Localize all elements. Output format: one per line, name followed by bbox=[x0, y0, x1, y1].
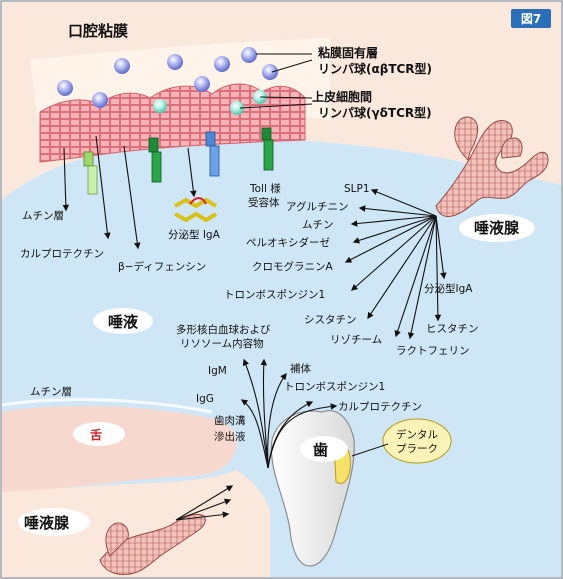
tooth-label: 歯 bbox=[313, 441, 328, 459]
saliva-label-bubble bbox=[93, 308, 153, 334]
figure-badge-text: 図7 bbox=[521, 12, 541, 26]
mucin-layer-top-label: ムチン層 bbox=[22, 210, 64, 222]
factor-agglutinin: アグルチニン bbox=[286, 200, 348, 213]
toll-like-receptors bbox=[83, 127, 274, 195]
oral-mucosa-label: 口腔粘膜 bbox=[68, 22, 128, 40]
pmn-label-2: リソソーム内容物 bbox=[180, 337, 264, 350]
plaque-pointer bbox=[351, 443, 389, 457]
mucin-layer-bottom-label: ムチン層 bbox=[30, 386, 72, 398]
lamina-propria-label-2: リンパ球(αβTCR型) bbox=[318, 61, 432, 76]
top-pointer-lines bbox=[239, 53, 313, 109]
gcf-label-1: 歯肉溝 bbox=[214, 414, 246, 427]
salivary-gland-top bbox=[435, 116, 549, 217]
calprotectin-left-label: カルプロテクチン bbox=[20, 248, 104, 260]
calprotectin-right-label: カルプロテクチン bbox=[338, 401, 422, 413]
plaque-label-1: デンタル bbox=[396, 428, 438, 441]
lamina-propria-lymphocytes bbox=[57, 47, 278, 108]
igg-label: IgG bbox=[196, 393, 214, 405]
salivary-gland-top-bubble bbox=[459, 214, 535, 242]
toll-label-1: Toll 様 bbox=[249, 182, 281, 195]
beta-defensin-label: β−ディフェンシン bbox=[118, 260, 206, 273]
salivary-gland-top-label: 唾液腺 bbox=[474, 219, 520, 237]
salivary-gland-bottom-label: 唾液腺 bbox=[24, 514, 70, 532]
secretory-iga-molecule bbox=[174, 197, 218, 223]
factor-peroxidase: ペルオキシダーゼ bbox=[246, 236, 330, 249]
plaque-label-2: プラーク bbox=[396, 443, 438, 455]
toll-label-2: 受容体 bbox=[248, 196, 280, 209]
igm-label: IgM bbox=[208, 365, 227, 377]
bottom-gland-arrows bbox=[175, 485, 234, 521]
factor-cystatin: シスタチン bbox=[304, 314, 357, 326]
intraepithelial-label-2: リンパ球(γδTCR型) bbox=[318, 105, 432, 120]
epithelium-arrows bbox=[62, 135, 197, 250]
secretory-iga-center-label: 分泌型 IgA bbox=[168, 228, 221, 241]
factor-thrombospondin-upper: トロンボスポンジン1 bbox=[224, 289, 325, 301]
factor-secretory-iga: 分泌型IgA bbox=[424, 282, 473, 295]
figure-badge bbox=[511, 9, 551, 28]
lamina-propria-label-1: 粘膜固有層 bbox=[318, 45, 378, 60]
factor-slp1: SLP1 bbox=[344, 183, 370, 195]
factor-lactoferrin: ラクトフェリン bbox=[396, 345, 470, 357]
mucin-layer-tongue bbox=[1, 398, 213, 414]
factor-mucin: ムチン bbox=[302, 219, 334, 231]
factor-histatin: ヒスタチン bbox=[426, 323, 479, 335]
gingiva-region bbox=[2, 470, 270, 577]
gcf-label-2: 滲出液 bbox=[214, 430, 246, 443]
thrombospondin-lower-label: トロンボスポンジン1 bbox=[284, 381, 385, 393]
tongue-label-bubble bbox=[73, 422, 125, 446]
tooth-label-bubble bbox=[300, 436, 348, 462]
tongue-region bbox=[2, 405, 237, 492]
gcf-arrows bbox=[240, 358, 338, 469]
factor-lysozyme: リゾチーム bbox=[330, 334, 382, 346]
salivary-gland-bottom bbox=[99, 513, 206, 575]
intraepithelial-label-1: 上皮細胞間 bbox=[312, 89, 372, 104]
salivary-gland-bottom-bubble bbox=[18, 508, 90, 536]
tongue-label: 舌 bbox=[90, 427, 102, 442]
factor-chromogranin-a: クロモグラニンA bbox=[252, 260, 333, 273]
saliva-factor-arrows bbox=[344, 188, 447, 340]
complement-label: 補体 bbox=[290, 362, 311, 375]
saliva-label: 唾液 bbox=[108, 313, 139, 331]
pmn-label-1: 多形核白血球および bbox=[176, 323, 271, 336]
plaque-label-bubble bbox=[382, 418, 452, 464]
